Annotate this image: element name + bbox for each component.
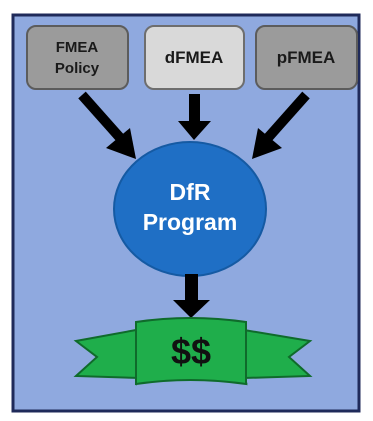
fmea-policy-label-line2: Policy — [55, 60, 100, 77]
arrow-pfmea-to-program — [252, 91, 310, 159]
outcome-label: $$ — [171, 331, 211, 372]
program-circle: DfR Program — [113, 141, 267, 277]
input-box-pfmea: pFMEA — [255, 25, 358, 90]
pfmea-label: pFMEA — [277, 48, 336, 67]
outcome-banner: $$ — [73, 317, 313, 386]
input-box-fmea-policy: FMEA Policy — [26, 25, 129, 90]
dfmea-label: dFMEA — [165, 48, 224, 67]
arrow-fmea-policy-to-program — [78, 91, 136, 159]
input-box-dfmea: dFMEA — [144, 25, 245, 90]
arrow-program-to-outcome — [173, 274, 210, 318]
program-label-line1: DfR — [170, 179, 211, 205]
fmea-policy-label-line1: FMEA — [56, 39, 99, 56]
program-label-line2: Program — [143, 209, 238, 235]
arrow-dfmea-to-program — [178, 94, 211, 140]
